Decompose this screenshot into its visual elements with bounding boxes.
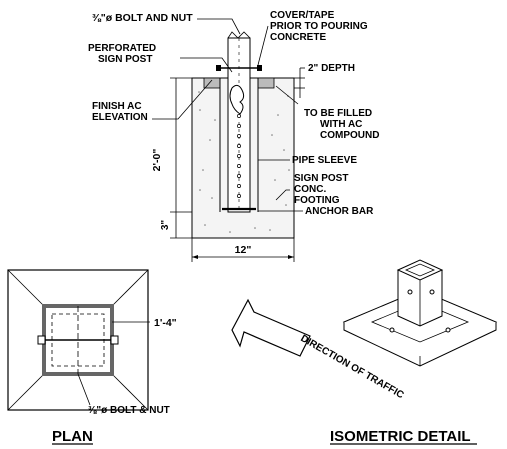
plan-bolt-label: ⅜"ø BOLT & NUT	[88, 405, 170, 416]
isometric-title: ISOMETRIC DETAIL	[330, 428, 471, 445]
section-view	[170, 31, 305, 262]
cover-tape-label-2: PRIOR TO POURING	[270, 21, 368, 32]
fill-label-1: TO BE FILLED	[304, 108, 372, 119]
height-dimension: 2'-0"	[151, 149, 163, 172]
bolt-nut-top-label: ⅜"ø BOLT AND NUT	[92, 12, 193, 24]
plan-view	[7, 269, 150, 411]
perforated-label-2: SIGN POST	[98, 54, 152, 65]
leader-lines	[152, 18, 305, 212]
perforated-label-1: PERFORATED	[88, 43, 156, 54]
three-inch-dimension: 3"	[160, 220, 171, 231]
isometric-view	[342, 259, 498, 367]
fill-label-2: WITH AC	[320, 119, 362, 130]
ac-fill-right	[257, 77, 275, 89]
cover-tape-label-3: CONCRETE	[270, 32, 326, 43]
plan-title: PLAN	[52, 428, 93, 445]
footing-label-1: SIGN POST	[294, 173, 348, 184]
width-dimension: 12"	[235, 244, 252, 256]
fill-label-3: COMPOUND	[320, 130, 379, 141]
finish-ac-label-1: FINISH AC	[92, 101, 142, 112]
pipe-sleeve-label: PIPE SLEEVE	[292, 155, 357, 166]
traffic-arrow	[231, 298, 311, 357]
footing-label-2: CONC.	[294, 184, 326, 195]
finish-ac-label-2: ELEVATION	[92, 112, 148, 123]
footing-label-3: FOOTING	[294, 195, 340, 206]
post-perforations	[237, 114, 241, 198]
cover-tape-label-1: COVER/TAPE	[270, 10, 335, 21]
anchor-bar-label: ANCHOR BAR	[305, 206, 374, 217]
plan-dimension: 1'-4"	[154, 317, 177, 329]
depth-label: 2" DEPTH	[308, 63, 355, 74]
